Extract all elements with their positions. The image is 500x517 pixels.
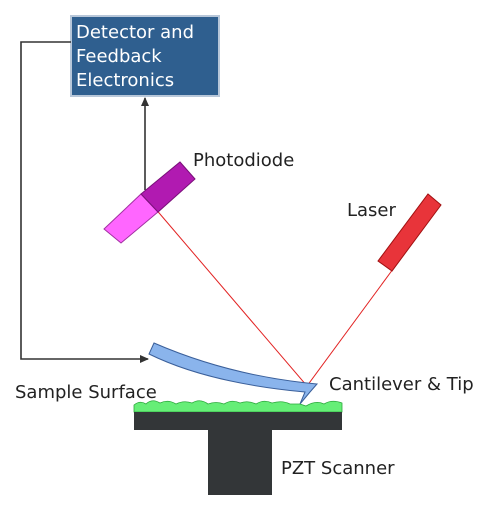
- photodiode-label: Photodiode: [193, 150, 294, 171]
- laser-label: Laser: [347, 200, 397, 221]
- pzt-scanner-label: PZT Scanner: [281, 458, 395, 479]
- photodiode: [103, 161, 196, 244]
- sample-surface-label: Sample Surface: [15, 382, 157, 403]
- detector-label-line1: Detector and: [76, 22, 194, 43]
- pzt-scanner-stage: [134, 412, 342, 495]
- photodiode-upper-half: [140, 161, 196, 213]
- cantilever: [148, 342, 319, 405]
- incident-laser-beam: [306, 264, 397, 387]
- detector-label-line2: Feedback: [76, 46, 162, 67]
- reflected-laser-beam: [147, 199, 308, 387]
- detector-label-line3: Electronics: [76, 70, 174, 91]
- cantilever-label: Cantilever & Tip: [329, 374, 474, 395]
- detector-box-rect: [70, 15, 220, 97]
- feedback-wire: [20, 41, 149, 363]
- detector-feedback-box: Detector and Feedback Electronics: [70, 15, 220, 97]
- stage-top: [134, 412, 342, 430]
- sample-surface: [133, 400, 343, 413]
- stage-column: [208, 430, 272, 495]
- laser-source: [377, 193, 442, 272]
